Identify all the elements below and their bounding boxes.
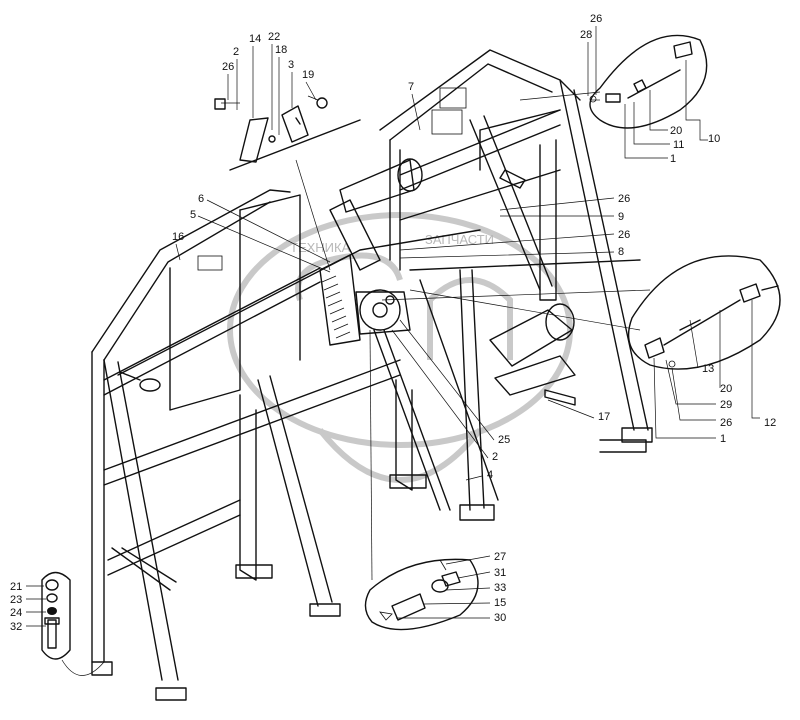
detail-callout-12 — [627, 255, 781, 370]
callout-11: 11 — [673, 139, 684, 151]
callout-20-top: 20 — [670, 125, 682, 137]
callout-30: 30 — [494, 612, 506, 624]
callout-27: 27 — [494, 551, 506, 563]
callout-26: 26 — [222, 61, 234, 73]
callout-9: 9 — [618, 211, 624, 223]
callout-16: 16 — [172, 231, 184, 243]
callout-26-top-right: 26 — [590, 13, 602, 25]
callout-26-center-2: 26 — [618, 229, 630, 241]
watermark-text-right: ЗАПЧАСТИ — [425, 232, 494, 247]
callout-5: 5 — [190, 209, 196, 221]
callout-19: 19 — [302, 69, 314, 81]
detail-pin-assembly — [364, 558, 479, 631]
callout-15: 15 — [494, 597, 506, 609]
callout-18: 18 — [275, 44, 287, 56]
callout-25: 25 — [498, 434, 510, 446]
callout-33: 33 — [494, 582, 506, 594]
callout-2: 2 — [233, 46, 239, 58]
watermark-text-left: ТЕХНИКА — [290, 240, 351, 255]
callout-31: 31 — [494, 567, 506, 579]
detail-callout-10 — [519, 34, 708, 129]
callout-2-mid: 2 — [492, 451, 498, 463]
callout-10: 10 — [708, 133, 720, 145]
callout-28: 28 — [580, 29, 592, 41]
callout-12: 12 — [764, 417, 776, 429]
callout-1-top: 1 — [670, 153, 676, 165]
callout-4: 4 — [487, 469, 493, 481]
callout-labels: 2 26 14 22 18 3 19 26 28 10 20 11 1 7 6 … — [10, 13, 776, 633]
callout-14: 14 — [249, 33, 261, 45]
callout-1-mid: 1 — [720, 433, 726, 445]
callout-26-mid: 26 — [720, 417, 732, 429]
callout-20-mid: 20 — [720, 383, 732, 395]
callout-26-center: 26 — [618, 193, 630, 205]
frame-structure — [91, 49, 653, 701]
callout-22: 22 — [268, 31, 280, 43]
callout-7: 7 — [408, 81, 414, 93]
callout-13: 13 — [702, 363, 714, 375]
callout-32: 32 — [10, 621, 22, 633]
exploded-bracket-top-left — [214, 95, 361, 171]
callout-3: 3 — [288, 59, 294, 71]
detail-bolt-assembly — [41, 571, 105, 676]
callout-23: 23 — [10, 594, 22, 606]
callout-17: 17 — [598, 411, 610, 423]
pivot-mechanism — [295, 158, 651, 581]
callout-24: 24 — [10, 607, 22, 619]
callout-29: 29 — [720, 399, 732, 411]
callout-6: 6 — [198, 193, 204, 205]
callout-21: 21 — [10, 581, 22, 593]
callout-8: 8 — [618, 246, 624, 258]
